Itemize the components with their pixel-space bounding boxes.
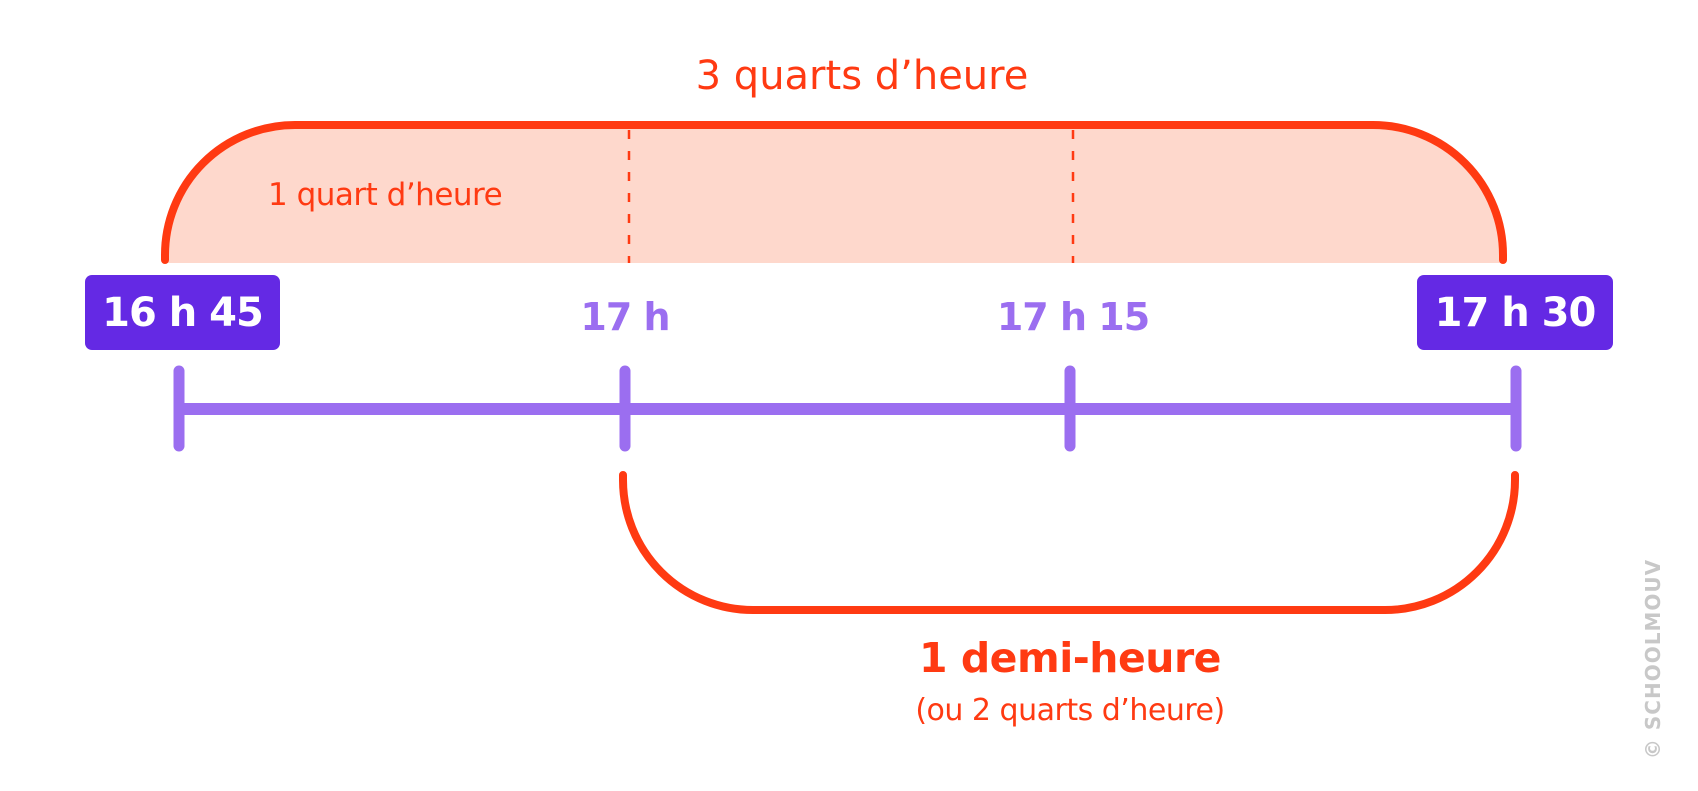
top-bracket-fill xyxy=(165,125,1503,263)
one-quarter-label: 1 quart d’heure xyxy=(268,177,503,213)
copyright-watermark: © SCHOOLMOUV xyxy=(1641,558,1665,760)
time-box-17h30: 17 h 30 xyxy=(1417,275,1613,350)
time-label-17h15: 17 h 15 xyxy=(996,295,1150,339)
time-box-16h45: 16 h 45 xyxy=(85,275,280,350)
top-bracket xyxy=(161,121,1507,264)
time-label-16h45: 16 h 45 xyxy=(102,289,264,336)
time-label-17h: 17 h xyxy=(580,295,670,339)
three-quarters-label: 3 quarts d’heure xyxy=(695,53,1029,99)
bottom-bracket xyxy=(619,471,1519,614)
time-label-17h30: 17 h 30 xyxy=(1434,289,1597,336)
half-hour-label: 1 demi-heure xyxy=(919,634,1221,682)
half-hour-sublabel: (ou 2 quarts d’heure) xyxy=(915,693,1225,728)
